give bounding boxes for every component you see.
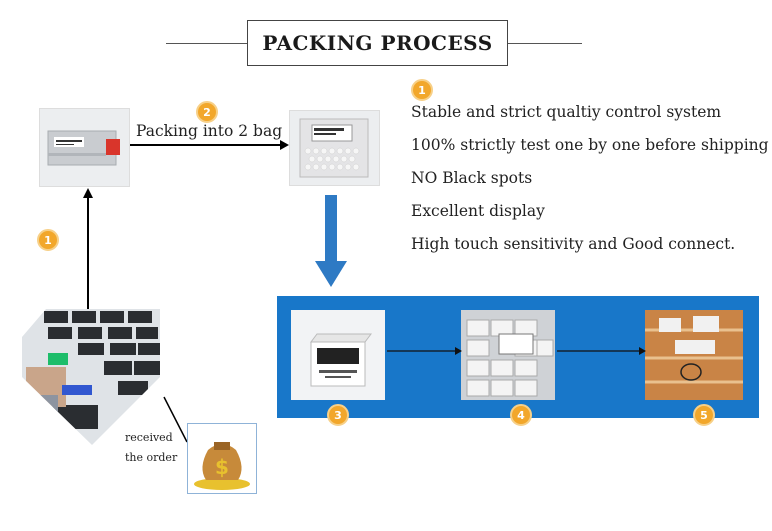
arrow-3-to-4 (387, 347, 462, 355)
arrow-to-sealed (130, 140, 289, 150)
warehouse-photo (22, 309, 160, 445)
qc-item-1: Stable and strict qualtiy control system (411, 103, 722, 121)
step-2-badge: 2 (196, 101, 218, 123)
money-pointer-line (163, 396, 188, 443)
qc-item-3: NO Black spots (411, 169, 533, 187)
qc-item-2: 100% strictly test one by one before shi… (411, 136, 769, 154)
left-step-1-badge: 1 (37, 229, 59, 251)
sealed-bag-photo (289, 110, 380, 186)
step-4-badge: 4 (510, 404, 532, 426)
arrow-4-to-5 (557, 347, 646, 355)
step-5-badge: 5 (693, 404, 715, 426)
money-bag-icon: $ (194, 442, 250, 490)
packing-steps-panel (277, 296, 759, 418)
bagged-lcd-photo (39, 108, 130, 187)
packing-caption: Packing into 2 bag (136, 122, 283, 140)
bag-illustration (47, 130, 120, 166)
shipping-carton-photo (645, 310, 743, 400)
stacked-boxes-illustration (466, 319, 554, 397)
sealed-bag-illustration (299, 118, 369, 178)
qc-item-5: High touch sensitivity and Good connect. (411, 235, 736, 253)
boxed-lcd-photo (291, 310, 385, 400)
qc-item-4: Excellent display (411, 202, 545, 220)
order-caption: received the order (125, 428, 177, 468)
order-caption-line2: the order (125, 451, 178, 464)
title-box: PACKING PROCESS (247, 20, 508, 66)
money-bag-image: $ (187, 423, 257, 494)
arrow-up-to-bag (83, 188, 93, 312)
title-rule-left (166, 43, 247, 44)
blue-down-arrow (315, 195, 347, 287)
box-illustration (310, 333, 372, 387)
qc-badge: 1 (411, 79, 433, 101)
carton-illustration (645, 310, 743, 400)
svg-text:$: $ (215, 455, 229, 479)
order-caption-line1: received (125, 431, 173, 444)
step-3-badge: 3 (327, 404, 349, 426)
stacked-boxes-photo (461, 310, 555, 400)
title-rule-right (508, 43, 582, 44)
page-title: PACKING PROCESS (262, 31, 493, 55)
